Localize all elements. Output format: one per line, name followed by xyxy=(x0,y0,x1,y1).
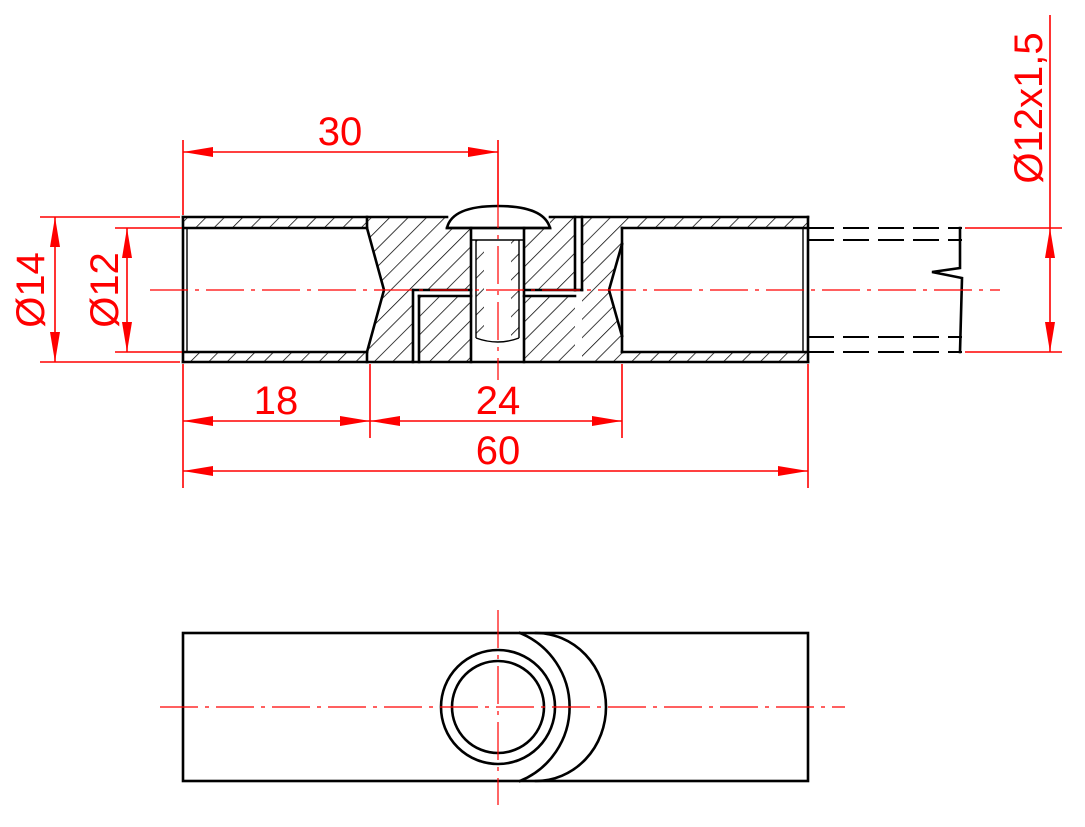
dimension-diameter-12: Ø12 xyxy=(83,227,182,353)
hatch-screw-thread-right xyxy=(511,240,519,338)
dimension-text-30: 30 xyxy=(318,110,363,154)
dimension-18: 18 xyxy=(182,364,371,488)
dimension-text-60: 60 xyxy=(476,429,521,473)
hatch-center-right-block xyxy=(524,217,575,290)
dimension-60: 60 xyxy=(183,364,809,488)
hatch-left-wall-top xyxy=(183,217,367,228)
section-view xyxy=(150,190,1000,380)
hatch-center-right-lower xyxy=(524,296,575,362)
dimension-text-24: 24 xyxy=(476,379,521,423)
dimension-text-thread: Ø12x1,5 xyxy=(1007,32,1051,183)
dimension-diameter-14: Ø14 xyxy=(9,216,180,363)
hatch-left-wall-bottom xyxy=(183,352,367,362)
hatch-screw-thread xyxy=(476,240,484,338)
hatch-center-small-block xyxy=(419,296,471,362)
dimension-30: 30 xyxy=(182,110,499,215)
dimension-24: 24 xyxy=(370,364,623,438)
dimension-thread: Ø12x1,5 xyxy=(965,15,1062,353)
dimension-text-diameter-14: Ø14 xyxy=(9,252,53,328)
dimension-text-diameter-12: Ø12 xyxy=(83,252,127,328)
dimension-text-18: 18 xyxy=(254,379,299,423)
top-view xyxy=(160,610,845,805)
dimensions: 30 18 24 60 xyxy=(9,15,1062,488)
connected-tube-hidden xyxy=(808,226,964,354)
